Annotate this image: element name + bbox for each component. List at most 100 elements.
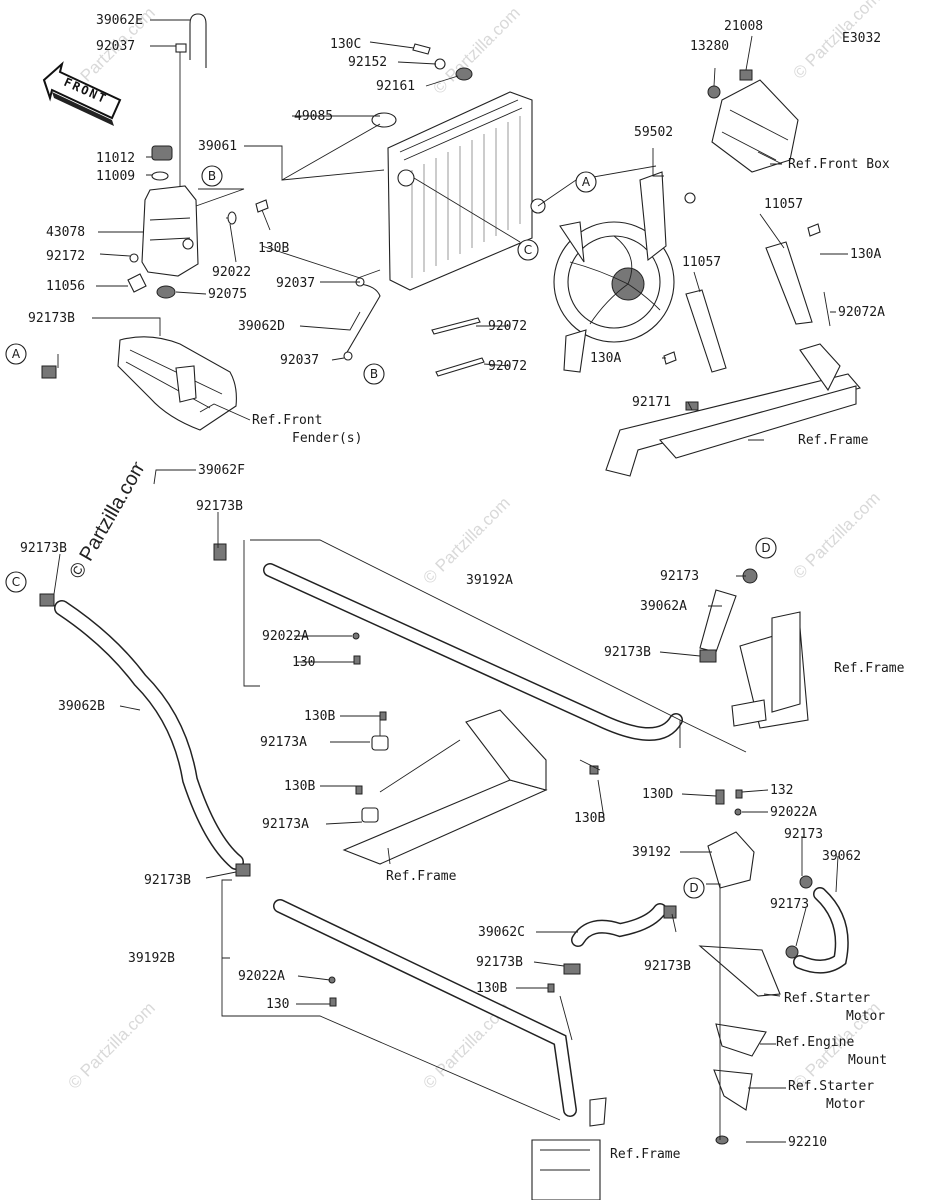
part-label: 130D — [642, 787, 673, 802]
collar-92152 — [434, 58, 446, 70]
bolt-130b — [379, 711, 387, 721]
part-label: 92173A — [260, 735, 307, 750]
svg-text:B: B — [208, 169, 216, 183]
hose-39062d — [345, 283, 381, 355]
part-label: 39061 — [198, 139, 237, 154]
bolt-130b — [355, 785, 363, 795]
fan-59502 — [553, 171, 696, 373]
callout-b: B — [201, 165, 223, 187]
part-label: 92173B — [20, 541, 67, 556]
part-label: 92173B — [476, 955, 523, 970]
nut-92210 — [715, 1135, 729, 1145]
ref-label: Ref.Front — [252, 413, 322, 428]
part-label: 92172 — [46, 249, 85, 264]
callout-d: D — [755, 537, 777, 559]
part-label: 92173 — [660, 569, 699, 584]
washer-92022a — [734, 808, 742, 816]
callout-c: C — [5, 571, 27, 593]
bolt-130b — [589, 765, 599, 775]
frame-ref-bottom — [531, 1139, 601, 1200]
part-labels: 39062E 92037 11012 11009 43078 92172 110… — [20, 13, 885, 1150]
part-label: 130B — [476, 981, 507, 996]
ref-label: Fender(s) — [292, 431, 362, 446]
part-label: 130 — [266, 997, 289, 1012]
part-label: 130B — [284, 779, 315, 794]
front-box-ref — [707, 69, 799, 173]
part-label: 92022A — [238, 969, 285, 984]
part-label: 59502 — [634, 125, 673, 140]
part-label: 92210 — [788, 1135, 827, 1150]
front-fender-ref — [117, 336, 237, 431]
copyright-notice: © Partzilla.com — [65, 455, 151, 583]
svg-text:A: A — [12, 347, 21, 361]
ref-label: Ref.Front Box — [788, 157, 890, 172]
bolt-130b — [547, 983, 555, 993]
ref-label: Motor — [826, 1097, 865, 1112]
part-label: 11009 — [96, 169, 135, 184]
part-label: 92173B — [144, 873, 191, 888]
hose-39062e — [189, 13, 207, 68]
part-label: 13280 — [690, 39, 729, 54]
grommet-92075 — [156, 285, 176, 299]
grommet-92161 — [455, 67, 473, 81]
part-label: 130A — [850, 247, 881, 262]
bolt-130 — [353, 655, 361, 665]
part-label: 39192A — [466, 573, 513, 588]
svg-text:D: D — [689, 881, 698, 895]
clamp-92173a — [361, 807, 379, 823]
bolt-130a — [663, 351, 677, 365]
ref-label: Ref.Frame — [798, 433, 869, 448]
diagram-code: E3032 — [842, 31, 881, 46]
clamp-92173b — [213, 543, 227, 561]
bolt-130b — [255, 199, 269, 213]
clamp-92173b — [41, 365, 57, 379]
clamp-92173b — [699, 649, 717, 663]
callout-a: A — [575, 171, 597, 193]
svg-text:C: C — [12, 575, 20, 589]
ref-labels: Ref.Front Box Ref.Front Fender(s) Ref.Fr… — [252, 157, 905, 1162]
part-label: 39062B — [58, 699, 105, 714]
part-label: 92173B — [604, 645, 651, 660]
svg-text:D: D — [761, 541, 770, 555]
clamp-92173 — [799, 875, 813, 889]
part-label: 39062E — [96, 13, 143, 28]
bolt-130a — [807, 223, 821, 237]
part-label: 92173A — [262, 817, 309, 832]
bolt-132 — [735, 789, 743, 799]
part-label: 39062 — [822, 849, 861, 864]
part-label: 21008 — [724, 19, 763, 34]
leader-lines — [53, 19, 848, 1152]
tie-92072 — [431, 317, 481, 335]
part-label: 130B — [258, 241, 289, 256]
part-label: 130C — [330, 37, 361, 52]
watermark: © Partzilla.com — [64, 998, 158, 1092]
part-label: 39062D — [238, 319, 285, 334]
part-label: 92037 — [280, 353, 319, 368]
part-label: 11012 — [96, 151, 135, 166]
part-label: 130B — [304, 709, 335, 724]
part-label: 132 — [770, 783, 793, 798]
washer-92022a — [352, 632, 360, 640]
ref-label: Ref.Frame — [834, 661, 905, 676]
part-label: 39062A — [640, 599, 687, 614]
frame-ref-mid — [342, 709, 548, 865]
tie-92072a — [823, 291, 831, 327]
svg-text:C: C — [524, 243, 532, 257]
reservoir-tank-43078 — [141, 185, 199, 277]
part-label: 39192 — [632, 845, 671, 860]
part-label: 92037 — [276, 276, 315, 291]
part-label: 92075 — [208, 287, 247, 302]
part-label: 130A — [590, 351, 621, 366]
part-label: 92022 — [212, 265, 251, 280]
radiator-cap-49085 — [371, 112, 397, 128]
part-label: 43078 — [46, 225, 85, 240]
bolt-130 — [329, 997, 337, 1007]
frame-ref-upper — [605, 343, 861, 477]
bolt-130c — [412, 43, 431, 55]
clamp-92173b — [39, 593, 55, 607]
callout-d: D — [683, 877, 705, 899]
frame-ref-right — [731, 611, 809, 729]
part-label: 39062F — [198, 463, 245, 478]
clip-92171 — [685, 401, 699, 411]
